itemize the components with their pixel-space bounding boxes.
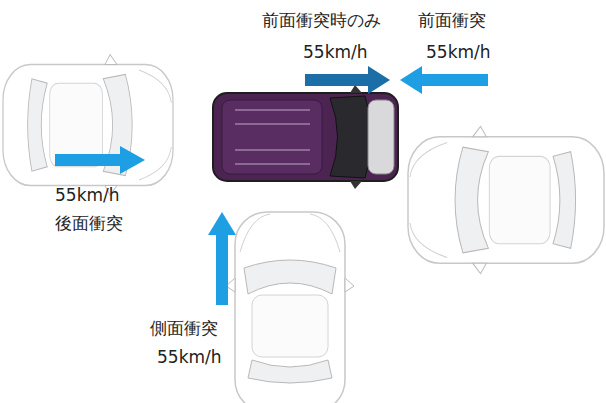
- collision-type-label: 前面衝突時のみ: [262, 10, 381, 30]
- front-only-arrow: [305, 66, 390, 94]
- collision-type-label: 後面衝突: [55, 213, 123, 233]
- collision-type-label: 前面衝突: [418, 10, 486, 30]
- front-car: [408, 126, 604, 273]
- speed-label: 55km/h: [303, 42, 368, 62]
- rear-arrow: [55, 146, 145, 174]
- side-car: [226, 212, 354, 403]
- side-arrow: [208, 212, 236, 305]
- minivan: [213, 85, 398, 189]
- speed-label: 55km/h: [157, 347, 222, 367]
- speed-label: 55km/h: [426, 42, 491, 62]
- rear-car: [3, 55, 173, 196]
- speed-label: 55km/h: [55, 185, 120, 205]
- front-arrow: [400, 66, 488, 94]
- collision-type-label: 側面衝突: [150, 318, 218, 338]
